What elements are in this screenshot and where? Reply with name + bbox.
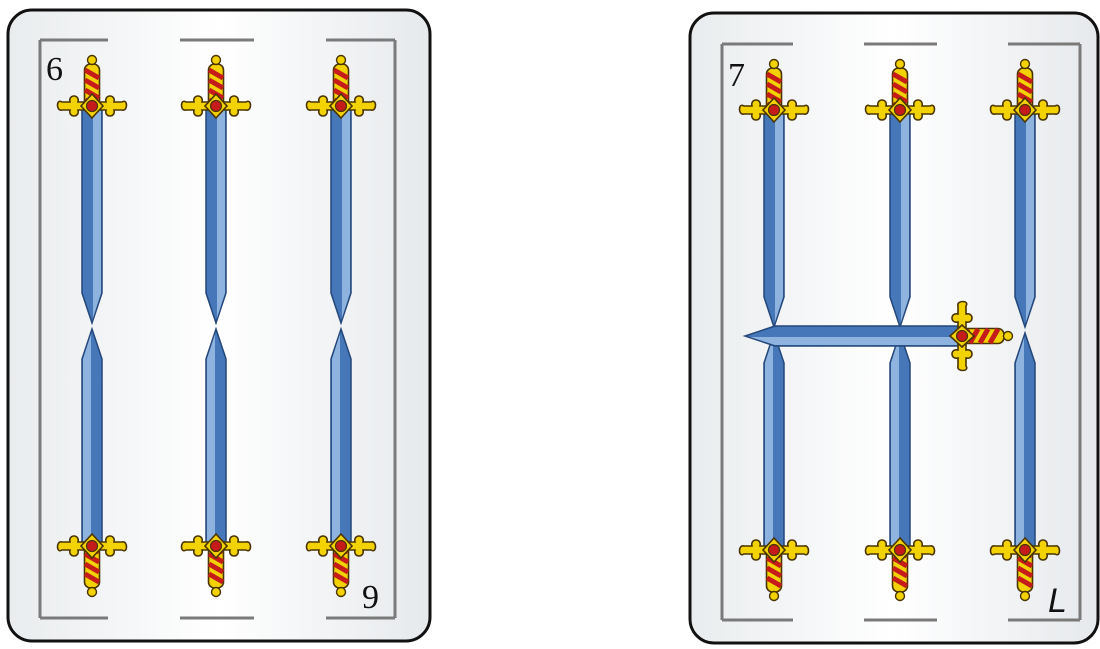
card-frame bbox=[38, 38, 397, 620]
card-index-bottom: L bbox=[1048, 582, 1067, 620]
card-index-bottom: 9 bbox=[362, 579, 379, 616]
card-face bbox=[6, 8, 432, 643]
card-index-top: 6 bbox=[46, 51, 63, 88]
card-six-of-swords[interactable]: 6 9 bbox=[6, 8, 432, 643]
card-index-top: 7 bbox=[728, 57, 745, 94]
card-seven-of-swords[interactable]: 7 L bbox=[688, 11, 1100, 645]
card-frame bbox=[720, 42, 1082, 622]
